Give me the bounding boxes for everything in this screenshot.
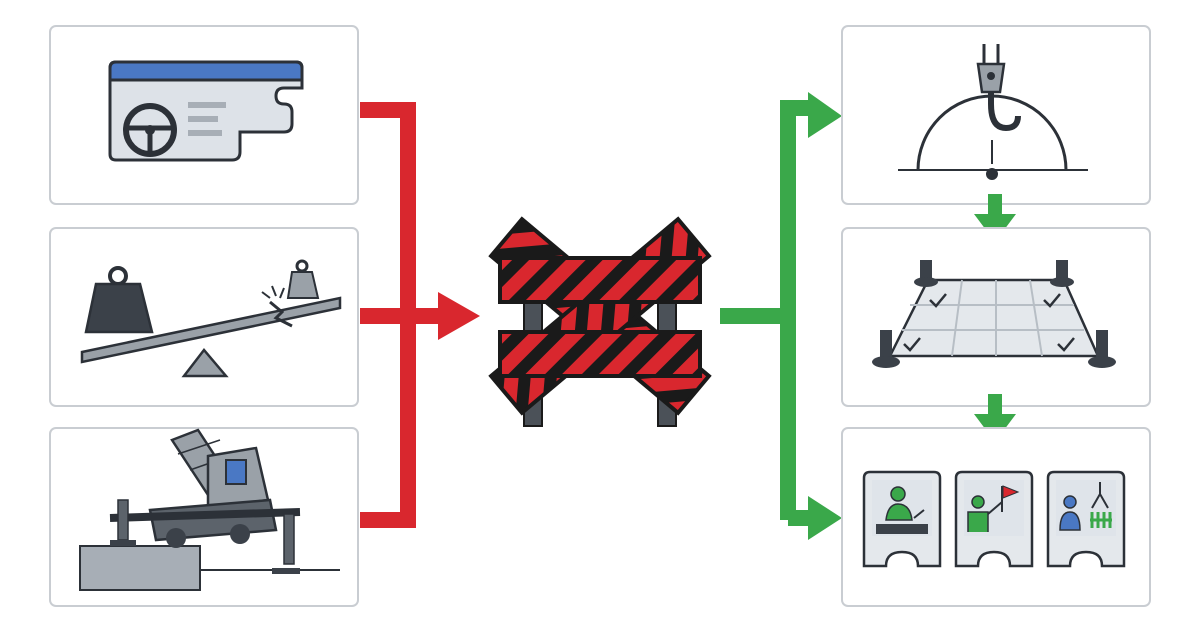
signalperson-card-icon (954, 470, 1034, 568)
rigger-card-icon (1046, 470, 1126, 568)
license-card-missing-piece-icon (108, 60, 304, 162)
operator-card-icon (862, 470, 942, 568)
crane-on-uneven-ground-icon (79, 428, 340, 591)
overloaded-seesaw-icon (80, 259, 342, 378)
red-arrow-head (438, 292, 480, 340)
right-panel-qualified-crew (841, 427, 1151, 607)
left-panel-license (49, 25, 359, 205)
green-arrow-head-bottom (808, 496, 842, 540)
outriggers-on-level-mat-icon (872, 260, 1116, 368)
operator-signalperson-rigger-cards-icon (862, 470, 1126, 568)
road-barricade-icon (488, 216, 712, 427)
left-panel-overload (49, 227, 359, 407)
green-arrow-head-top (808, 92, 842, 138)
red-merge-connector (360, 102, 440, 528)
crane-hook-load-radius-icon (898, 44, 1088, 180)
green-split-connector (720, 100, 814, 526)
right-panel-load-chart (841, 25, 1151, 205)
left-panel-unstable-setup (49, 427, 359, 607)
right-panel-level-setup (841, 227, 1151, 407)
